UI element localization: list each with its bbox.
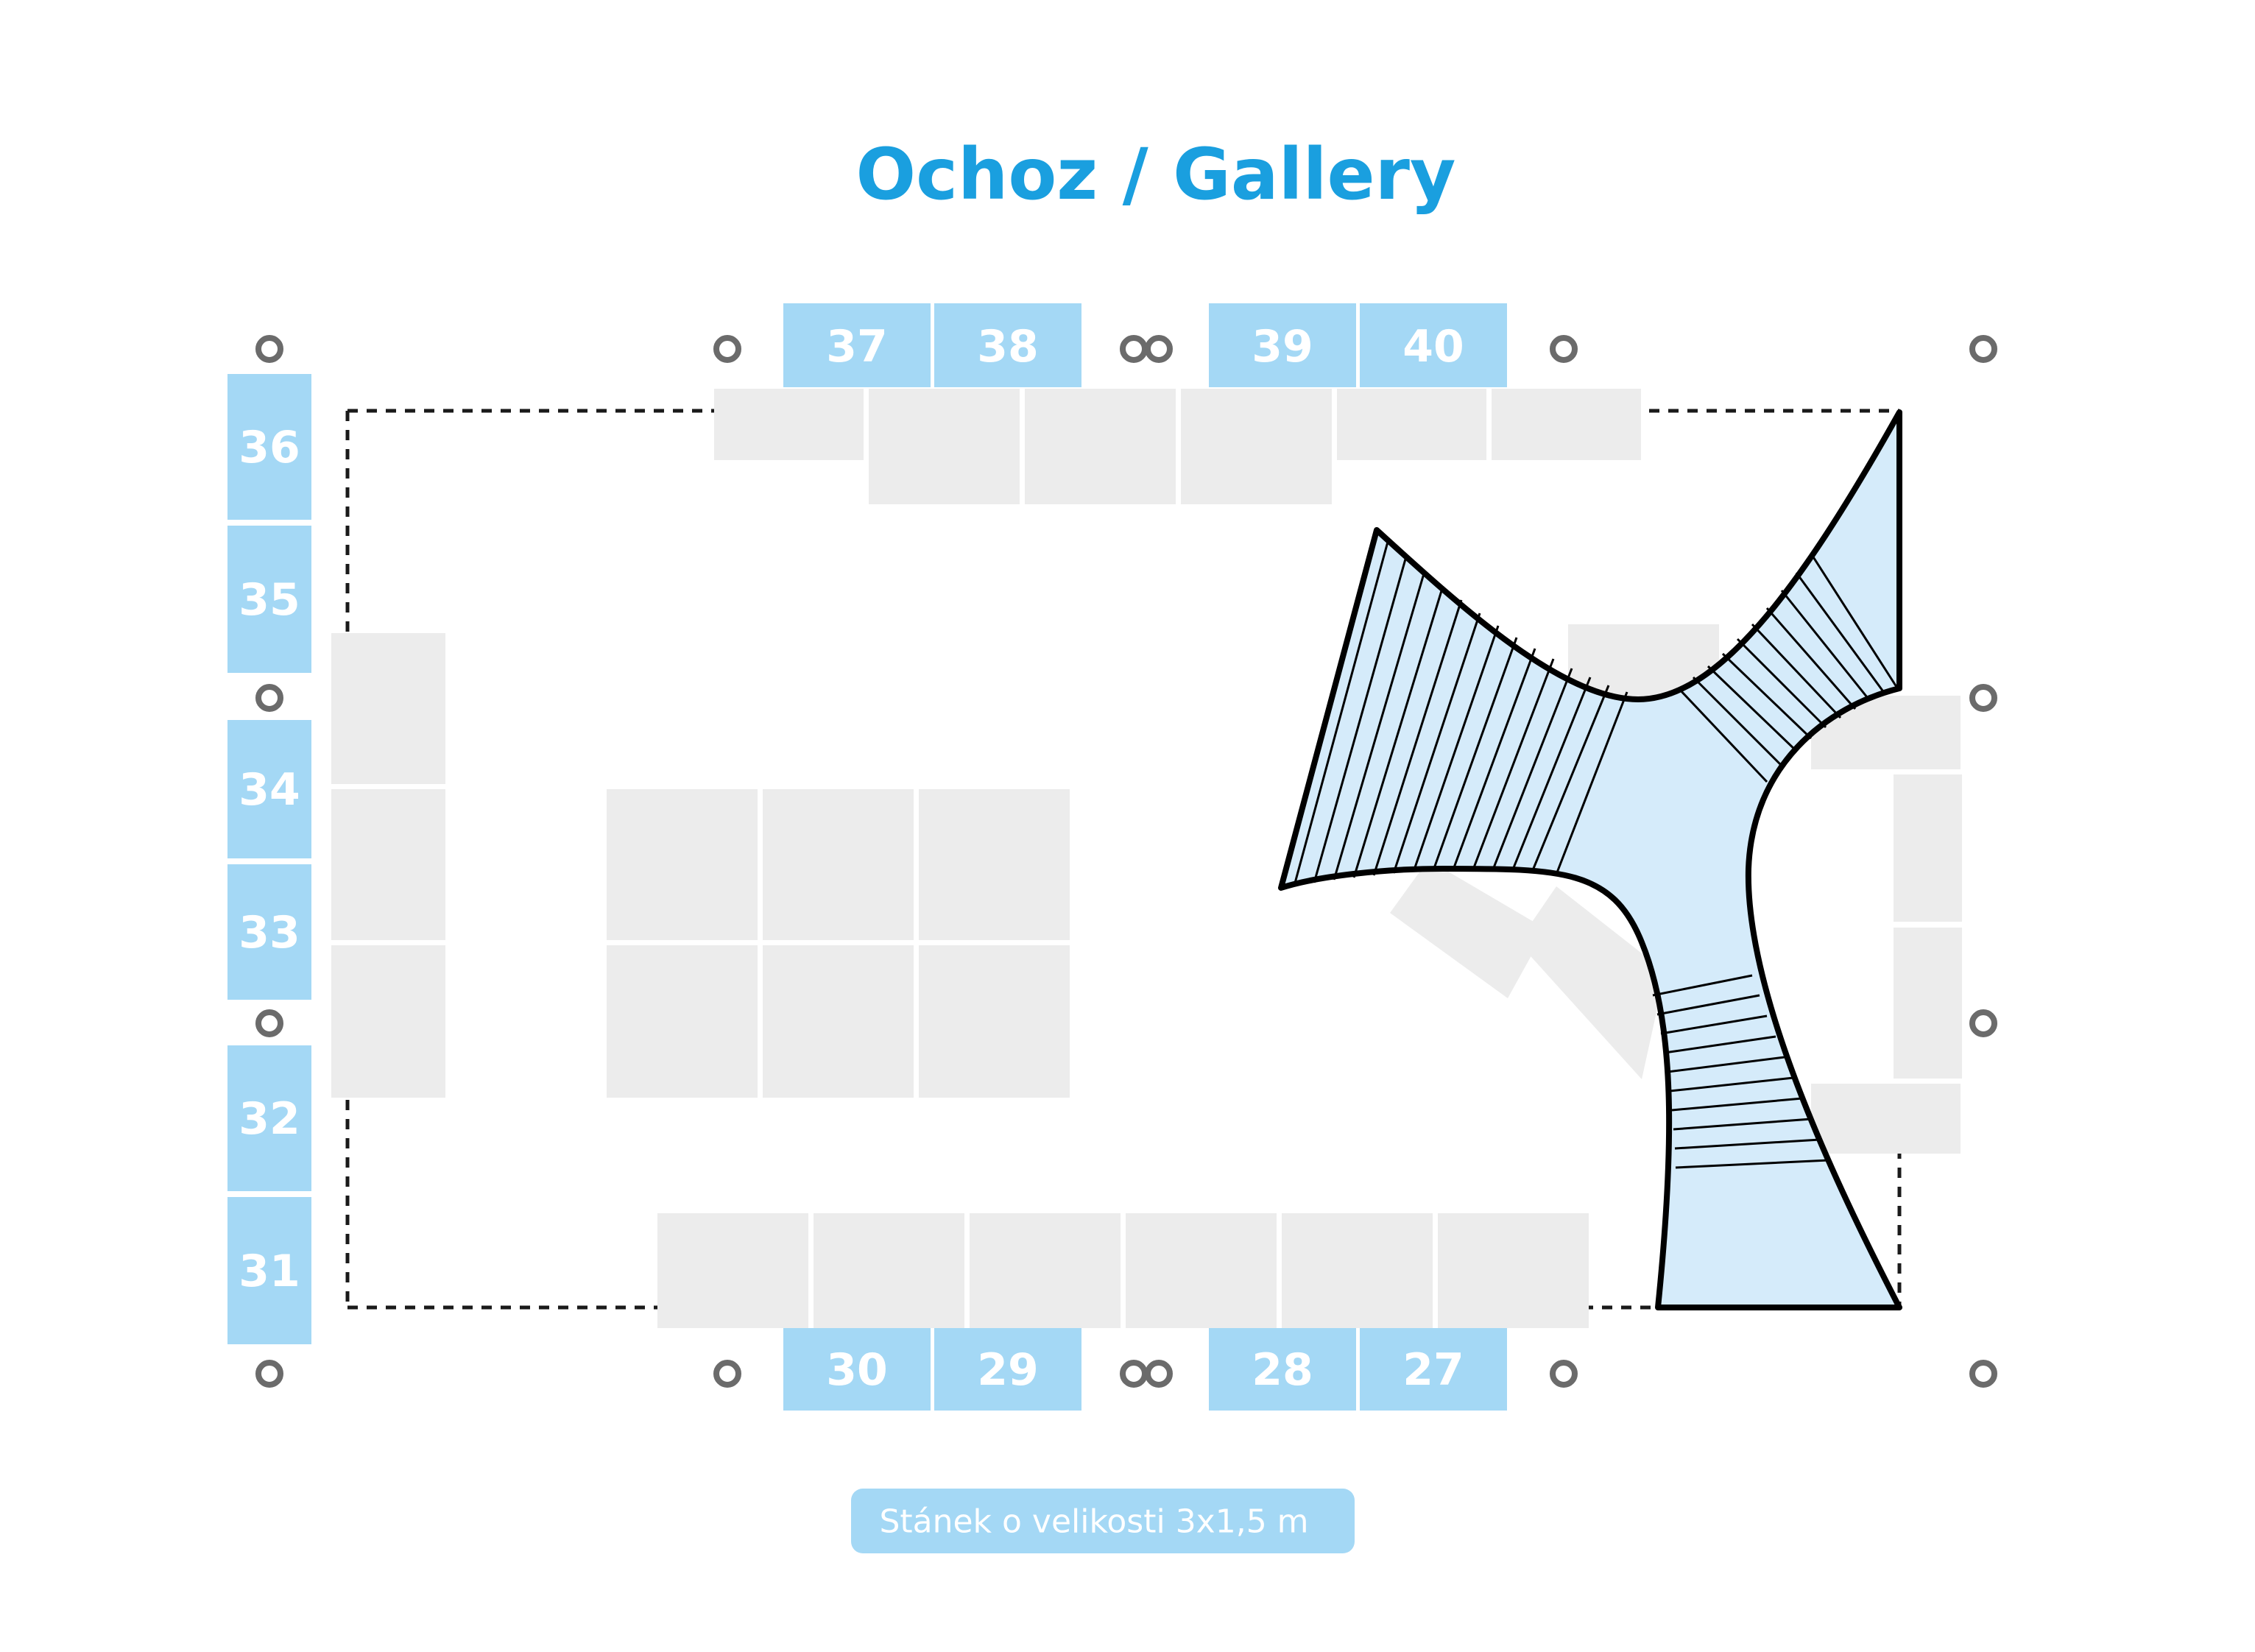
booth-34-label: 34 bbox=[239, 764, 300, 816]
booth-33[interactable]: 33 bbox=[227, 864, 311, 1000]
other-stands bbox=[331, 389, 1962, 1328]
booth-28-label: 28 bbox=[1252, 1344, 1313, 1396]
staircase-outline bbox=[1278, 409, 1902, 1310]
stand bbox=[763, 945, 914, 1098]
booth-30[interactable]: 30 bbox=[783, 1328, 931, 1411]
stand bbox=[763, 789, 914, 940]
stand bbox=[1126, 1213, 1277, 1328]
stand bbox=[869, 389, 1020, 504]
stand bbox=[1025, 389, 1176, 504]
stand bbox=[331, 633, 445, 784]
column-marker-icon bbox=[1550, 335, 1578, 363]
booth-38-label: 38 bbox=[977, 321, 1039, 373]
booth-34[interactable]: 34 bbox=[227, 720, 311, 858]
booth-31[interactable]: 31 bbox=[227, 1197, 311, 1344]
booth-29-label: 29 bbox=[977, 1344, 1039, 1396]
stand bbox=[607, 945, 758, 1098]
booth-37[interactable]: 37 bbox=[783, 303, 931, 387]
column-marker-icon bbox=[255, 335, 283, 363]
stand bbox=[919, 945, 1070, 1098]
column-marker-icon bbox=[713, 335, 741, 363]
stand bbox=[1811, 1084, 1961, 1154]
booth-40-label: 40 bbox=[1402, 321, 1464, 373]
column-marker-icon bbox=[1120, 335, 1148, 363]
booth-36[interactable]: 36 bbox=[227, 374, 311, 520]
booth-36-label: 36 bbox=[239, 422, 300, 473]
legend-swatch bbox=[851, 1489, 1355, 1553]
booth-27-label: 27 bbox=[1402, 1344, 1464, 1396]
column-marker-icon bbox=[255, 1360, 283, 1388]
numbered-booths: 37 38 39 40 30 29 28 27 bbox=[227, 303, 1507, 1411]
booth-38[interactable]: 38 bbox=[934, 303, 1081, 387]
column-marker-icon bbox=[1969, 1360, 1997, 1388]
stand bbox=[1282, 1213, 1433, 1328]
column-marker-icon bbox=[1145, 1360, 1173, 1388]
stand bbox=[1337, 389, 1486, 460]
legend-label: Stánek o velikosti 3x1,5 m bbox=[879, 1503, 1308, 1540]
stand bbox=[970, 1213, 1121, 1328]
stand bbox=[331, 789, 445, 940]
booth-32[interactable]: 32 bbox=[227, 1045, 311, 1191]
stand bbox=[331, 945, 445, 1098]
column-marker-icon bbox=[1145, 335, 1173, 363]
stand bbox=[1894, 928, 1962, 1079]
column-marker-icon bbox=[1550, 1360, 1578, 1388]
column-marker-icon bbox=[255, 1009, 283, 1037]
booth-27[interactable]: 27 bbox=[1360, 1328, 1507, 1411]
column-marker-icon bbox=[1969, 1009, 1997, 1037]
stand bbox=[919, 789, 1070, 940]
booth-35[interactable]: 35 bbox=[227, 526, 311, 673]
booth-29[interactable]: 29 bbox=[934, 1328, 1081, 1411]
booth-33-label: 33 bbox=[239, 907, 300, 959]
column-marker-icon bbox=[1969, 335, 1997, 363]
booth-32-label: 32 bbox=[239, 1093, 300, 1145]
page-title: Ochoz / Gallery bbox=[855, 133, 1455, 216]
stand bbox=[1390, 860, 1546, 998]
column-marker-icon bbox=[255, 684, 283, 712]
legend: Stánek o velikosti 3x1,5 m bbox=[851, 1489, 1355, 1553]
booth-39-label: 39 bbox=[1252, 321, 1313, 373]
column-marker-icon bbox=[1120, 1360, 1148, 1388]
column-marker-icon bbox=[1969, 684, 1997, 712]
staircase-icon bbox=[1278, 409, 1902, 1310]
stand bbox=[657, 1213, 808, 1328]
stand bbox=[1181, 389, 1332, 504]
column-marker-icon bbox=[713, 1360, 741, 1388]
gallery-outline bbox=[345, 409, 1902, 1310]
stand bbox=[1894, 774, 1962, 922]
booth-40[interactable]: 40 bbox=[1360, 303, 1507, 387]
booth-31-label: 31 bbox=[239, 1246, 300, 1297]
stand bbox=[714, 389, 864, 460]
stand bbox=[607, 789, 758, 940]
stand bbox=[814, 1213, 964, 1328]
booth-35-label: 35 bbox=[239, 574, 300, 626]
stand bbox=[1518, 886, 1665, 1079]
booth-39[interactable]: 39 bbox=[1209, 303, 1356, 387]
stand bbox=[1492, 389, 1641, 460]
column-markers bbox=[255, 335, 1997, 1388]
booth-28[interactable]: 28 bbox=[1209, 1328, 1356, 1411]
booth-30-label: 30 bbox=[826, 1344, 888, 1396]
booth-37-label: 37 bbox=[826, 321, 888, 373]
stair-steps bbox=[1293, 541, 1899, 1169]
stand bbox=[1438, 1213, 1589, 1328]
